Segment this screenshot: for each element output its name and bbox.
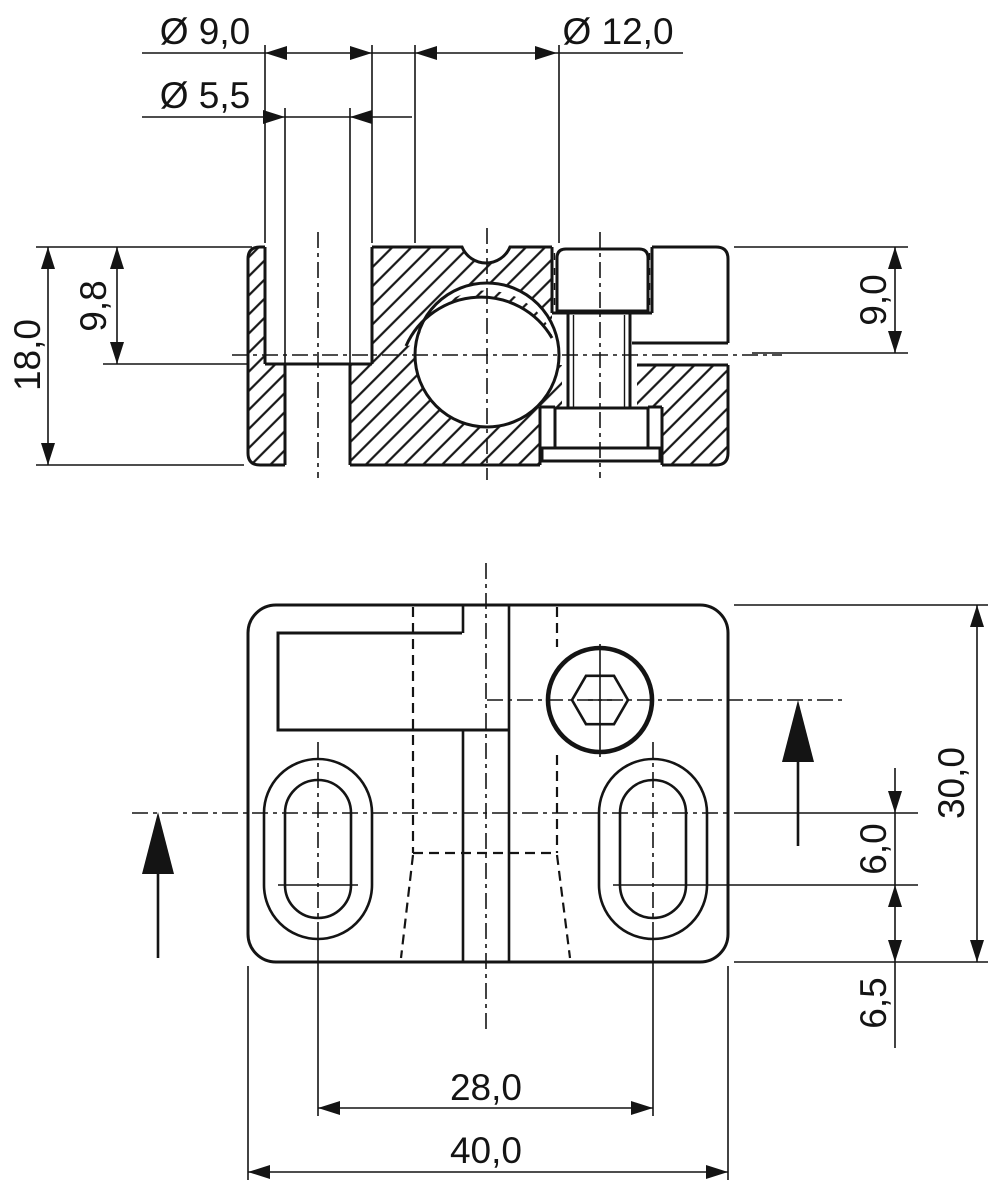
bore-relief-arc <box>404 295 554 347</box>
slot-pocket <box>276 631 509 732</box>
arrowhead <box>263 110 285 124</box>
dimension-counterbore-depth: 9,8 <box>73 247 248 365</box>
screw-shank <box>566 313 632 408</box>
washer <box>540 446 662 463</box>
dim-label-counterbore-depth: 9,8 <box>73 280 114 331</box>
dim-line <box>103 247 248 365</box>
dimension-total-depth: 30,0 <box>734 604 988 963</box>
dim-label-total-height: 18,0 <box>7 319 48 391</box>
clamp-screw <box>538 247 664 465</box>
arrowhead <box>41 443 55 465</box>
slit-edges <box>461 605 511 962</box>
dim-line <box>613 768 918 1048</box>
taper-right <box>555 854 572 959</box>
arrowhead <box>706 1165 728 1179</box>
section-hatching <box>248 247 728 465</box>
dimension-dia-through-hole: Ø 5,5 <box>142 75 412 364</box>
through-hole-walls <box>283 364 352 465</box>
dim-label-slot-edge-offset: 6,5 <box>853 977 894 1028</box>
arrowhead <box>110 247 124 269</box>
arrowhead <box>41 247 55 269</box>
plan-centerlines <box>132 563 843 1030</box>
arrowhead <box>350 46 372 60</box>
dim-line <box>142 45 683 243</box>
dim-line <box>734 604 988 963</box>
dim-label-dia-bore: Ø 12,0 <box>562 11 673 52</box>
arrowhead <box>888 791 902 813</box>
section-centerlines <box>232 228 782 480</box>
nut-recess <box>538 405 664 465</box>
dim-line <box>317 935 654 1116</box>
nut-recess-zone <box>540 407 662 465</box>
section-arrow-right <box>782 700 814 846</box>
arrowhead <box>350 110 372 124</box>
arrowhead <box>888 885 902 907</box>
clamp-tongue-zone <box>552 247 728 365</box>
plan-outline <box>246 603 730 964</box>
taper-left <box>399 854 415 959</box>
dimension-hole-spacing: 28,0 <box>317 935 654 1116</box>
dim-label-slit-position: 9,0 <box>853 274 894 325</box>
dimension-slot-spans: 6,0 6,5 <box>613 768 918 1048</box>
hidden-bore-lines <box>399 607 572 959</box>
right-slotted-hole <box>597 742 709 941</box>
arrowhead <box>265 46 287 60</box>
clamp-slit <box>632 341 728 367</box>
dim-label-slot-center-span: 6,0 <box>853 823 894 874</box>
dim-label-dia-counterbore: Ø 9,0 <box>160 11 251 52</box>
block-outline <box>246 245 730 467</box>
section-arrow-left <box>142 812 174 958</box>
dimension-total-height: 18,0 <box>7 246 252 466</box>
dim-label-total-width: 40,0 <box>450 1130 522 1171</box>
dimension-dia-counterbore: Ø 9,0 <box>142 11 683 243</box>
arrowhead <box>415 46 437 60</box>
arrowhead <box>888 331 902 353</box>
dimension-slit-position: 9,0 <box>734 246 908 354</box>
arrowhead <box>888 940 902 962</box>
section-arrowhead <box>142 812 174 874</box>
dim-line <box>247 966 729 1180</box>
arrowhead <box>248 1165 270 1179</box>
arrowhead <box>110 342 124 364</box>
dim-line <box>414 45 560 243</box>
section-arrowhead <box>782 700 814 762</box>
screw-head <box>555 247 650 313</box>
dim-label-hole-spacing: 28,0 <box>450 1067 522 1108</box>
shank-thread-lines <box>572 315 626 407</box>
arrowhead <box>970 605 984 627</box>
section-view: Ø 9,0 Ø 5,5 Ø 12,0 18,0 9,8 <box>7 11 908 480</box>
arrowhead <box>631 1101 653 1115</box>
plan-view: 30,0 6,0 6,5 28,0 40,0 <box>132 563 988 1180</box>
thread-marks <box>553 253 651 310</box>
left-slotted-hole <box>262 742 374 941</box>
dimension-dia-bore: Ø 12,0 <box>414 11 674 243</box>
arrowhead <box>535 46 557 60</box>
arrowhead <box>888 247 902 269</box>
dim-label-dia-through-hole: Ø 5,5 <box>160 75 251 116</box>
arrowhead <box>970 940 984 962</box>
dim-line <box>36 246 252 466</box>
dim-label-total-depth: 30,0 <box>931 747 972 819</box>
arrowhead <box>318 1101 340 1115</box>
dimension-total-width: 40,0 <box>247 966 729 1180</box>
